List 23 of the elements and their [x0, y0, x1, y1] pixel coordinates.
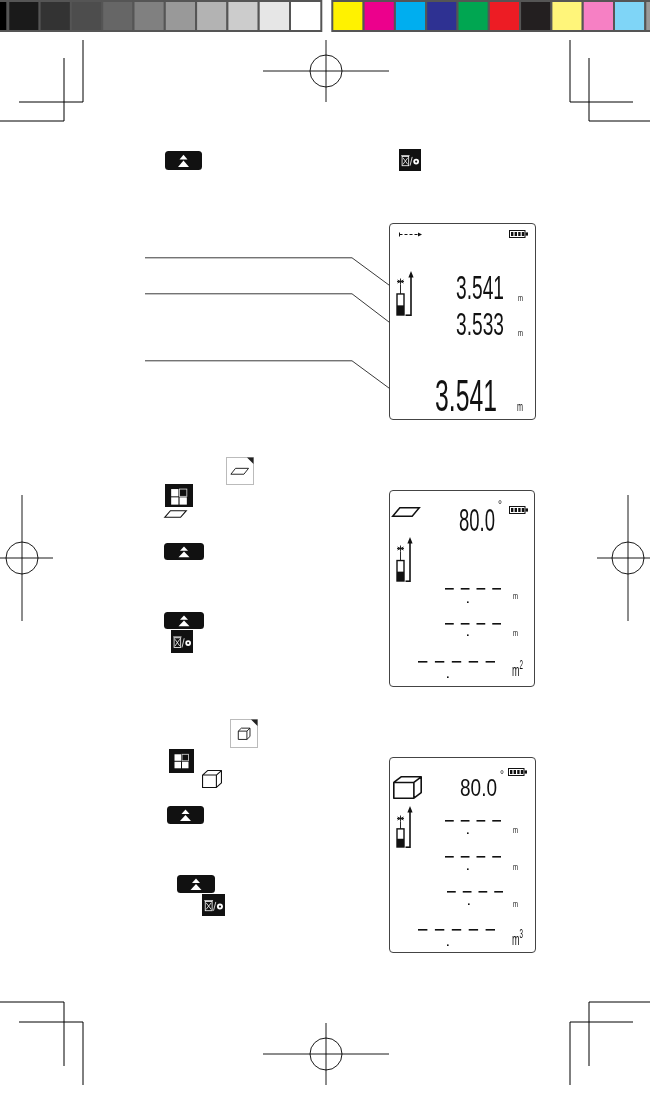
reading-value: 3.541 — [434, 374, 497, 419]
reading-value: 3.541 — [455, 271, 504, 305]
reading-value: 3.533 — [455, 307, 504, 340]
lcd-screen — [389, 490, 535, 687]
unit-label: m — [512, 898, 518, 909]
degree-sign: ° — [497, 499, 502, 512]
lcd-screen — [389, 223, 536, 420]
leader-line — [144, 257, 391, 287]
unit-label: m$^{2}$ — [511, 662, 523, 680]
leader-line — [144, 293, 391, 324]
unit-label: m — [516, 400, 523, 414]
unit-label: m — [512, 861, 518, 872]
leader-line — [144, 360, 391, 390]
unit-label: m — [517, 292, 523, 303]
reading-value: 80.0 — [458, 505, 495, 537]
unit-label: m — [512, 627, 518, 638]
unit-label: m — [512, 590, 518, 601]
unit-label: m — [512, 824, 518, 835]
degree-sign: ° — [499, 769, 504, 782]
lcd-screen — [389, 757, 536, 953]
unit-label: m — [517, 327, 523, 338]
unit-label: m$^{3}$ — [511, 931, 523, 949]
reading-value: 80.0 — [459, 776, 497, 801]
